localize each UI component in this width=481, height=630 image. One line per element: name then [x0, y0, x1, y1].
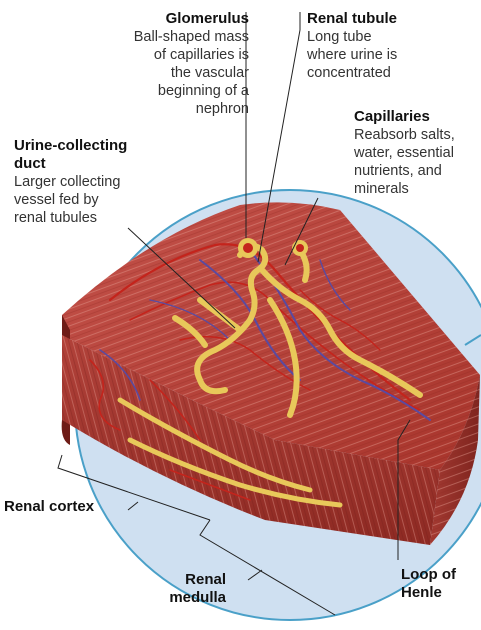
loop-of-henle-title: Loop of [401, 566, 479, 584]
renal-medulla-label: Renal medulla [116, 571, 226, 607]
renal-medulla-title: medulla [116, 589, 226, 607]
glomerulus-ball-2 [292, 240, 308, 256]
glomerulus-desc-line: nephron [79, 100, 249, 118]
glomerulus-desc-line: the vascular [79, 64, 249, 82]
glomerulus-desc-line: of capillaries is [79, 46, 249, 64]
renal-medulla-title: Renal [116, 571, 226, 589]
collecting-duct-desc-line: vessel fed by [14, 191, 164, 209]
collecting-duct-title: Urine-collecting [14, 137, 164, 155]
capillaries-desc-line: Reabsorb salts, [354, 126, 479, 144]
glomerulus-title: Glomerulus [79, 10, 249, 28]
glomerulus-desc-line: beginning of a [79, 82, 249, 100]
renal-tubule-desc-line: Long tube [307, 28, 477, 46]
capillaries-desc-line: nutrients, and [354, 162, 479, 180]
collecting-duct-label: Urine-collecting duct Larger collecting … [14, 137, 164, 227]
capillaries-desc-line: minerals [354, 180, 479, 198]
renal-tubule-title: Renal tubule [307, 10, 477, 28]
renal-cortex-title: Renal cortex [4, 498, 124, 516]
glomerulus-desc-line: Ball-shaped mass [79, 28, 249, 46]
capillaries-label: Capillaries Reabsorb salts, water, essen… [354, 108, 479, 198]
renal-tubule-desc-line: where urine is [307, 46, 477, 64]
collecting-duct-desc-line: Larger collecting [14, 173, 164, 191]
renal-tubule-label: Renal tubule Long tube where urine is co… [307, 10, 477, 82]
glomerulus-ball [238, 238, 258, 258]
collecting-duct-title: duct [14, 155, 164, 173]
loop-of-henle-title: Henle [401, 584, 479, 602]
capillaries-title: Capillaries [354, 108, 479, 126]
loop-of-henle-label: Loop of Henle [401, 566, 479, 602]
collecting-duct-desc-line: renal tubules [14, 209, 164, 227]
renal-tubule-desc-line: concentrated [307, 64, 477, 82]
capillaries-desc-line: water, essential [354, 144, 479, 162]
renal-cortex-label: Renal cortex [4, 498, 124, 516]
glomerulus-label: Glomerulus Ball-shaped mass of capillari… [79, 10, 249, 118]
